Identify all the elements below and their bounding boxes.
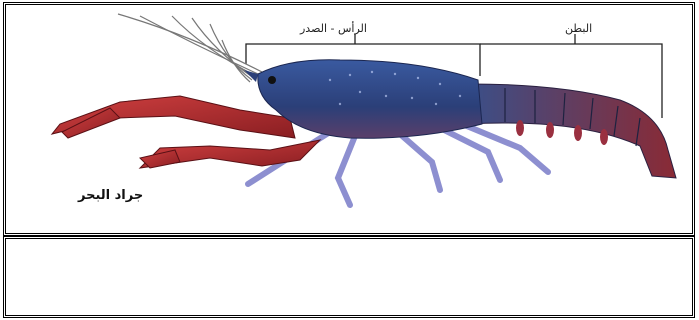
abdomen-label: البطن	[565, 22, 592, 35]
diagram-title: جراد البحر	[78, 188, 143, 203]
antennae	[118, 14, 262, 82]
eye	[268, 76, 276, 84]
abdomen-segments	[470, 84, 676, 178]
head-thorax-label: الرأس - الصدر	[300, 22, 367, 35]
